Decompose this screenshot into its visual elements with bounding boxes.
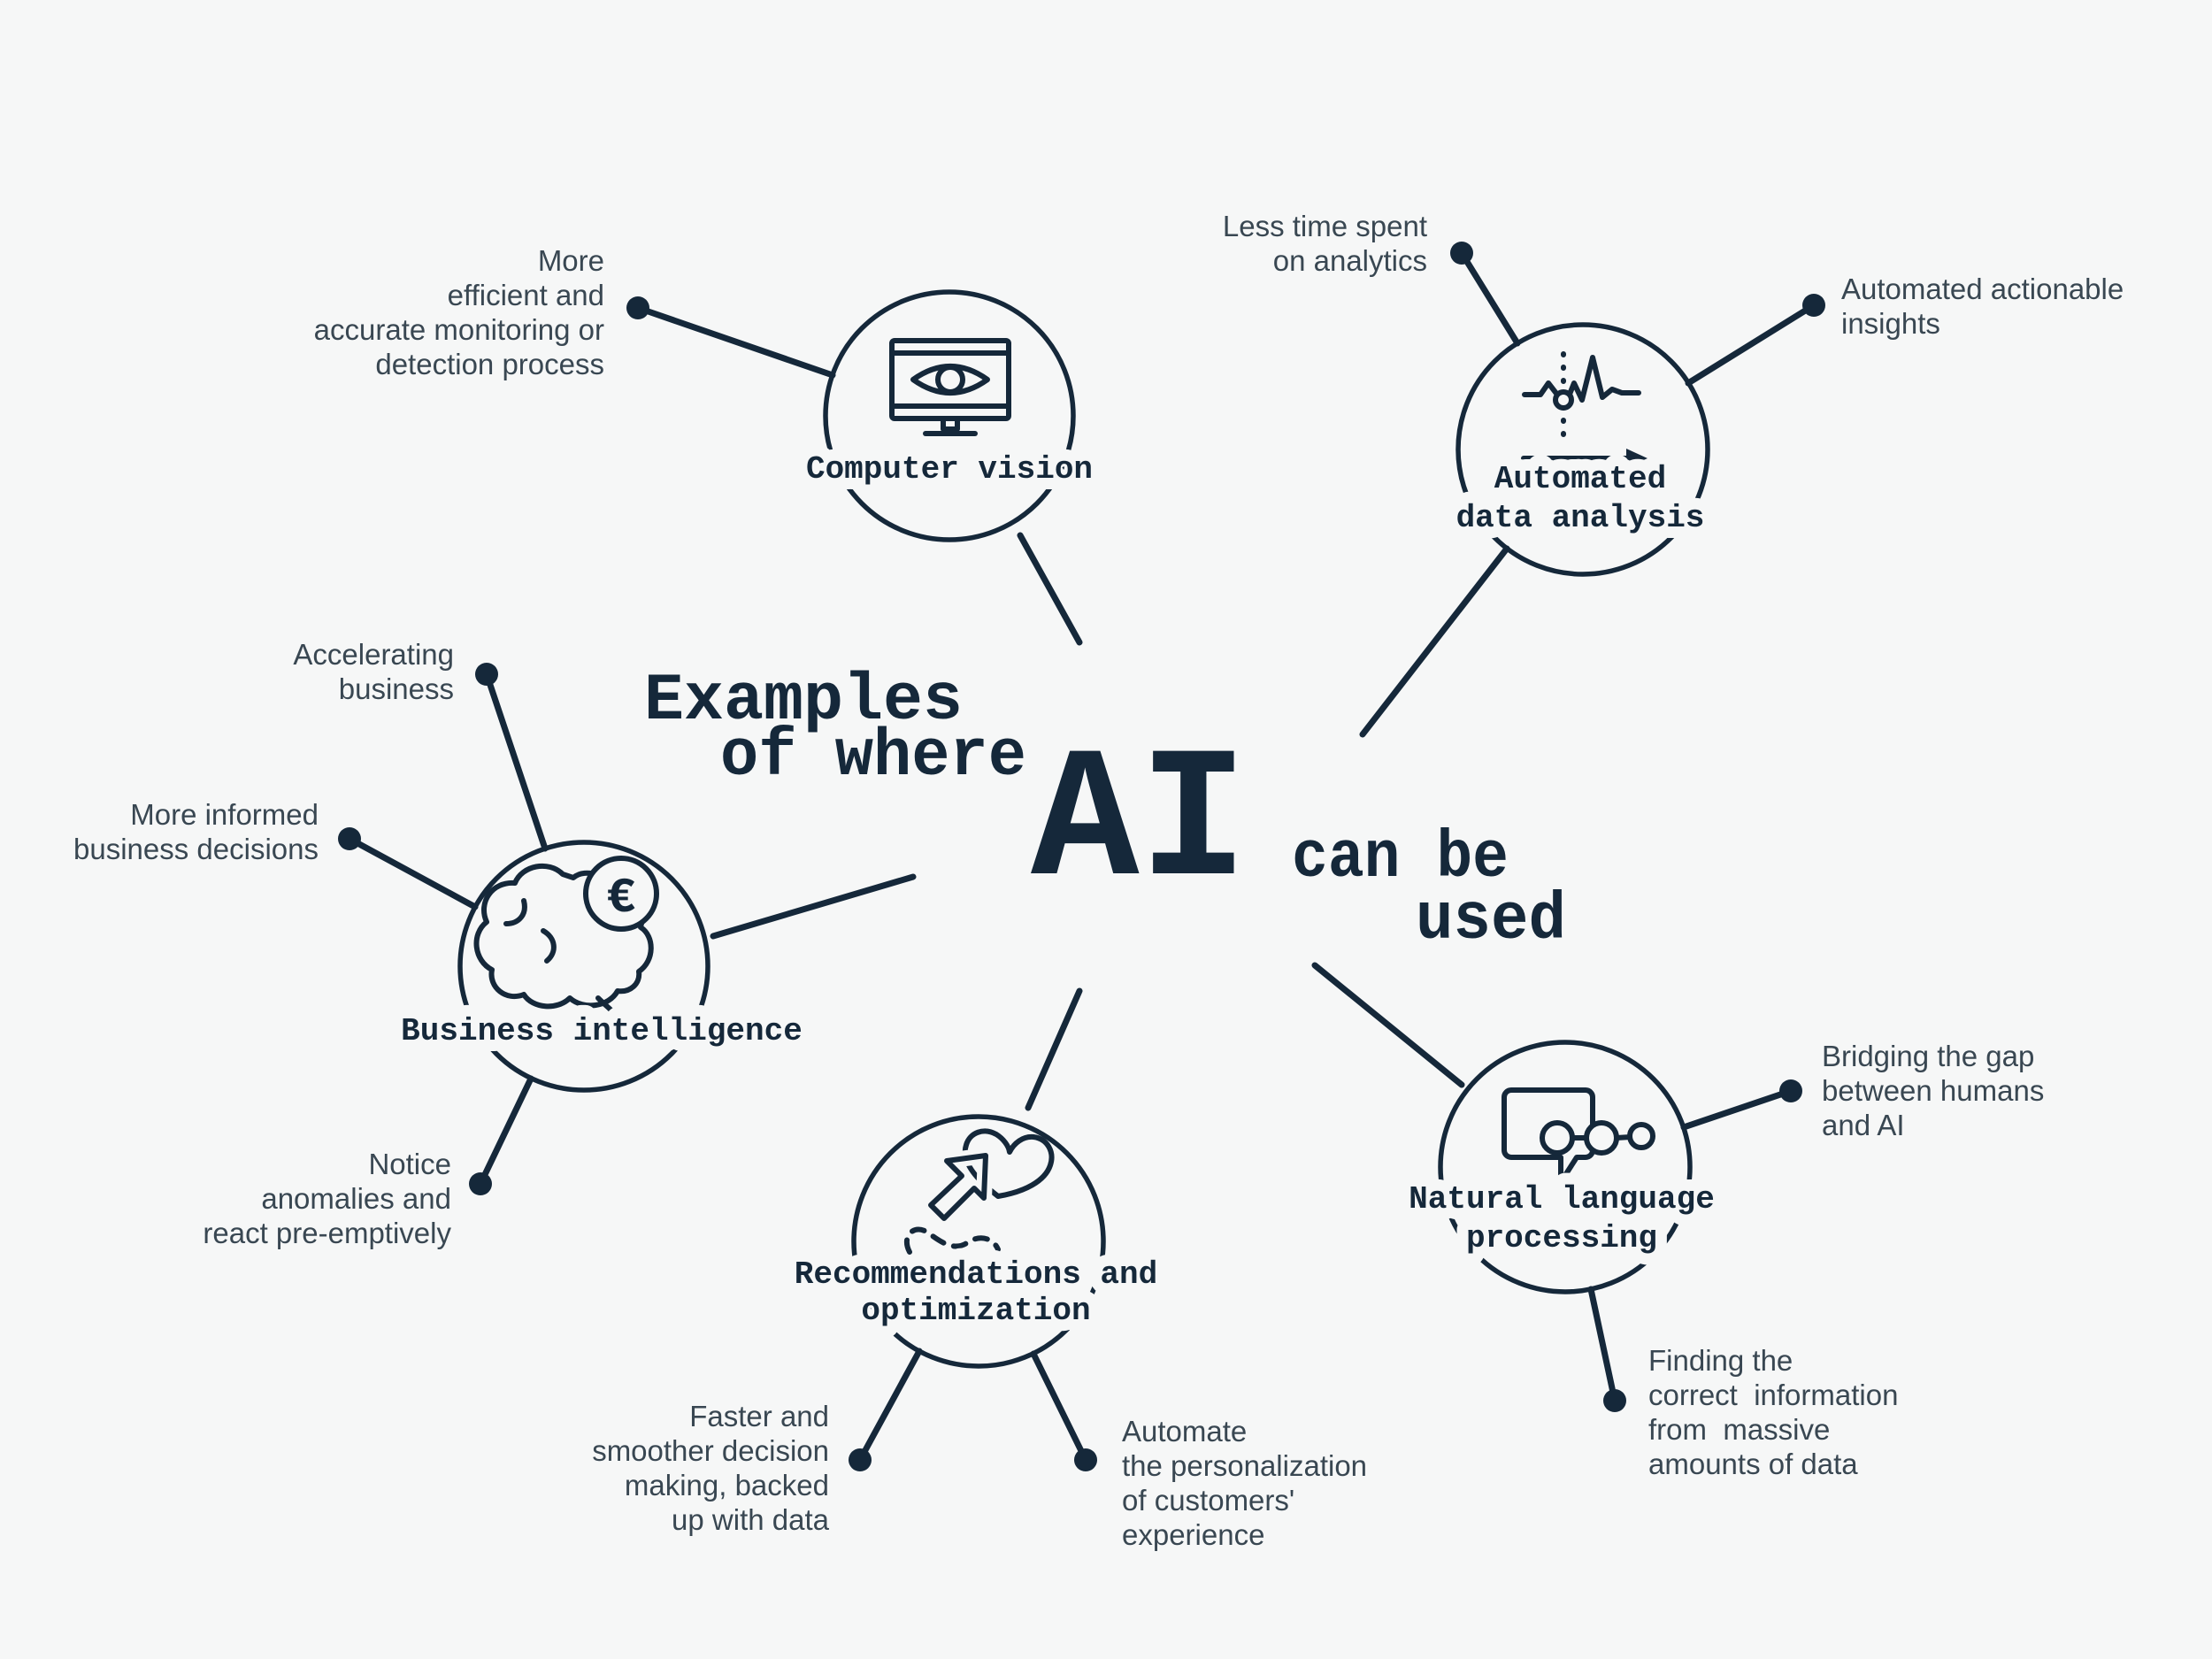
recommendations-label-2: optimization <box>861 1293 1090 1329</box>
satellite-finding-information: Finding the correct information from mas… <box>1648 1344 1898 1480</box>
connector-bridging-nlp <box>1680 1087 1794 1131</box>
dot-lesstime <box>1450 242 1473 265</box>
dot-faster <box>849 1448 872 1471</box>
satellite-monitoring: More efficient and accurate monitoring o… <box>314 244 604 380</box>
connector-center-computer-vision <box>1017 532 1083 646</box>
satellite-anomalies-line3: react pre-emptively <box>203 1217 451 1249</box>
satellite-informed-line2: business decisions <box>73 833 319 865</box>
satellite-actionable-insights: Automated actionable insights <box>1841 273 2124 340</box>
node-recommendations-optimization: Recommendations and optimization <box>783 1114 1169 1369</box>
dot-anomalies <box>469 1172 492 1195</box>
diagram-title: Examples of where AI can be used <box>644 664 1566 958</box>
satellite-anomalies: Notice anomalies and react pre-emptively <box>203 1148 451 1249</box>
connector-finding-nlp <box>1587 1286 1618 1404</box>
connector-automate-reco <box>1030 1350 1089 1463</box>
computer-vision-label: Computer vision <box>806 451 1093 488</box>
connector-anomalies-bi <box>477 1075 534 1187</box>
satellite-actionable-line2: insights <box>1841 307 1940 340</box>
satellite-bridging-line1: Bridging the gap <box>1822 1040 2034 1072</box>
node-automated-data-analysis: Automated data analysis <box>1445 322 1716 577</box>
connector-center-business-intelligence <box>710 873 917 940</box>
dot-informed <box>338 827 361 850</box>
title-line-of-where: of where <box>720 719 1026 795</box>
satellite-personalization-line1: Automate <box>1122 1415 1247 1448</box>
satellite-less-time-line2: on analytics <box>1273 244 1427 277</box>
dot-accelerating <box>475 663 498 686</box>
satellite-actionable-line1: Automated actionable <box>1841 273 2124 305</box>
connector-insights-ada <box>1685 302 1817 387</box>
satellite-personalization: Automate the personalization of customer… <box>1122 1415 1367 1551</box>
recommendations-label-1: Recommendations and <box>795 1256 1157 1293</box>
dot-monitoring <box>626 296 649 319</box>
monitor-eye-icon <box>889 338 1011 436</box>
satellite-accelerating: Accelerating business <box>293 638 454 705</box>
connector-center-automated-data-analysis <box>1359 545 1510 738</box>
brain-euro-icon: € <box>473 856 659 1032</box>
dot-automate <box>1074 1448 1097 1471</box>
satellite-faster-line1: Faster and <box>689 1400 829 1432</box>
satellite-anomalies-line2: anomalies and <box>261 1182 451 1215</box>
title-line-examples: Examples <box>644 664 963 739</box>
satellite-finding-line2: correct information <box>1648 1379 1898 1411</box>
satellite-labels: More efficient and accurate monitoring o… <box>73 210 2124 1551</box>
connector-accelerating-bi <box>483 671 549 852</box>
satellite-monitoring-line4: detection process <box>375 348 604 380</box>
dot-bridging <box>1779 1079 1802 1102</box>
satellite-anomalies-line1: Notice <box>368 1148 451 1180</box>
automated-data-analysis-label-2: data analysis <box>1456 500 1705 536</box>
business-intelligence-circle <box>457 840 710 1093</box>
satellite-less-time-line1: Less time spent <box>1223 210 1427 242</box>
nlp-circle <box>1438 1040 1693 1294</box>
satellite-connectors <box>338 242 1825 1471</box>
connector-faster-reco <box>856 1348 923 1463</box>
connector-lesstime-ada <box>1458 250 1521 347</box>
euro-symbol: € <box>606 870 636 926</box>
node-business-intelligence: € Business intelligence <box>389 840 814 1093</box>
nlp-label-2: processing <box>1466 1220 1657 1256</box>
speech-bubble-nodes-icon <box>1502 1087 1655 1185</box>
satellite-monitoring-line2: efficient and <box>448 279 604 311</box>
satellite-finding-line4: amounts of data <box>1648 1448 1858 1480</box>
automated-data-analysis-label-1: Automated <box>1494 461 1666 497</box>
title-line-can-be: can be <box>1292 821 1509 896</box>
dot-insights <box>1802 294 1825 317</box>
satellite-monitoring-line3: accurate monitoring or <box>314 313 604 346</box>
satellite-personalization-line2: the personalization <box>1122 1449 1367 1482</box>
satellite-personalization-line3: of customers' <box>1122 1484 1294 1517</box>
computer-vision-circle <box>823 289 1076 542</box>
recommendations-circle <box>851 1114 1106 1369</box>
satellite-bridging-line3: and AI <box>1822 1109 1905 1141</box>
satellite-finding-line3: from massive <box>1648 1413 1830 1446</box>
satellite-informed-decisions: More informed business decisions <box>73 798 319 865</box>
connector-informed-bi <box>346 835 479 910</box>
cursor-heart-icon <box>903 1128 1055 1255</box>
connector-center-recommendations <box>1025 987 1083 1111</box>
center-connectors <box>710 532 1510 1111</box>
satellite-personalization-line4: experience <box>1122 1518 1264 1551</box>
connector-center-nlp <box>1311 962 1465 1088</box>
line-chart-icon <box>1521 351 1647 468</box>
satellite-faster-line3: making, backed <box>625 1469 829 1502</box>
satellite-bridging-gap: Bridging the gap between humans and AI <box>1822 1040 2044 1141</box>
satellite-faster-line4: up with data <box>672 1503 830 1536</box>
satellite-bridging-line2: between humans <box>1822 1074 2044 1107</box>
node-computer-vision: Computer vision <box>795 289 1104 542</box>
satellite-less-time: Less time spent on analytics <box>1223 210 1427 277</box>
dot-finding <box>1603 1389 1626 1412</box>
satellite-informed-line1: More informed <box>130 798 319 831</box>
automated-data-analysis-circle <box>1455 322 1710 577</box>
title-line-used: used <box>1416 883 1566 958</box>
nlp-label-1: Natural language <box>1409 1181 1715 1217</box>
satellite-accelerating-line2: business <box>339 672 454 705</box>
business-intelligence-label: Business intelligence <box>401 1013 803 1049</box>
satellite-faster-line2: smoother decision <box>592 1434 829 1467</box>
satellite-monitoring-line1: More <box>538 244 604 277</box>
title-ai: AI <box>1031 719 1248 930</box>
connector-monitoring-cv <box>634 304 836 379</box>
satellite-faster-decisions: Faster and smoother decision making, bac… <box>592 1400 829 1536</box>
satellite-accelerating-line1: Accelerating <box>293 638 454 671</box>
satellite-finding-line1: Finding the <box>1648 1344 1793 1377</box>
